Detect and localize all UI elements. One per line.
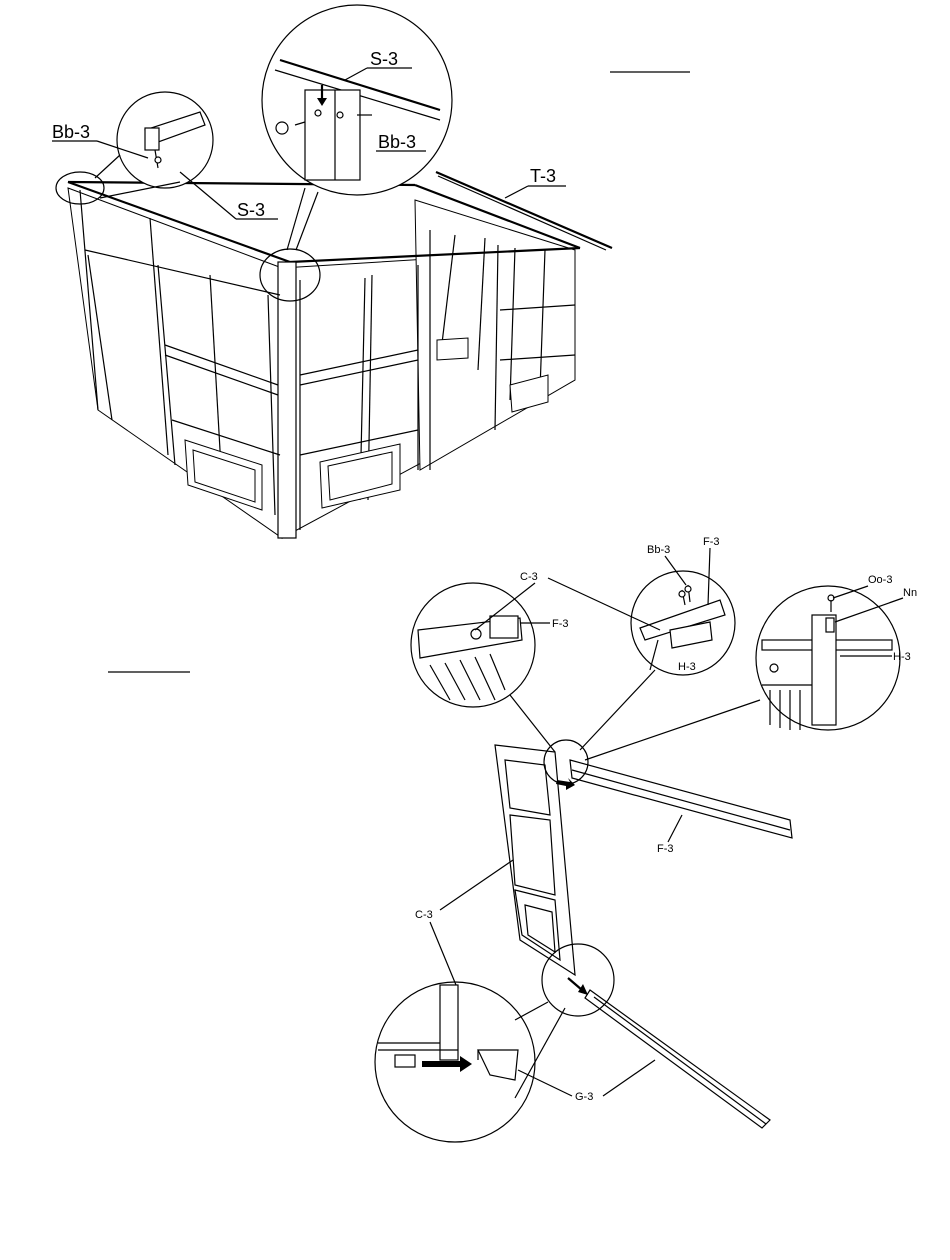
detail-circle-oo3-nn-h3 [756, 586, 900, 730]
label-s3-bottom: S-3 [237, 200, 265, 220]
structure-drawing [56, 172, 612, 538]
detail-circle-bb3 [117, 92, 213, 188]
label-oo3: Oo-3 [868, 574, 892, 586]
label-c3-bottom: C-3 [415, 909, 433, 921]
label-t3: T-3 [530, 166, 556, 186]
g3-rail [585, 990, 770, 1128]
label-bb3-left: Bb-3 [52, 122, 90, 142]
detail-circle-c3-f3 [411, 583, 535, 707]
label-bb3: Bb-3 [647, 544, 670, 556]
label-f3-bottom: F-3 [657, 843, 674, 855]
label-bb3-right: Bb-3 [378, 132, 416, 152]
label-c3-top: C-3 [520, 571, 538, 583]
label-g3: G-3 [575, 1091, 593, 1103]
label-f3-top: F-3 [703, 536, 720, 548]
label-h3-mid: H-3 [678, 661, 696, 673]
c3-wall-panel [495, 745, 575, 975]
detail-circle-c3-g3 [375, 982, 535, 1142]
detail-circle-bb3-f3-h3 [631, 571, 735, 675]
label-h3-right: H-3 [893, 651, 911, 663]
f3-rail [570, 760, 792, 838]
detail-circle-s3 [262, 5, 452, 195]
label-nn: Nn [903, 587, 917, 599]
label-f3-mid: F-3 [552, 618, 569, 630]
label-s3-top: S-3 [370, 49, 398, 69]
